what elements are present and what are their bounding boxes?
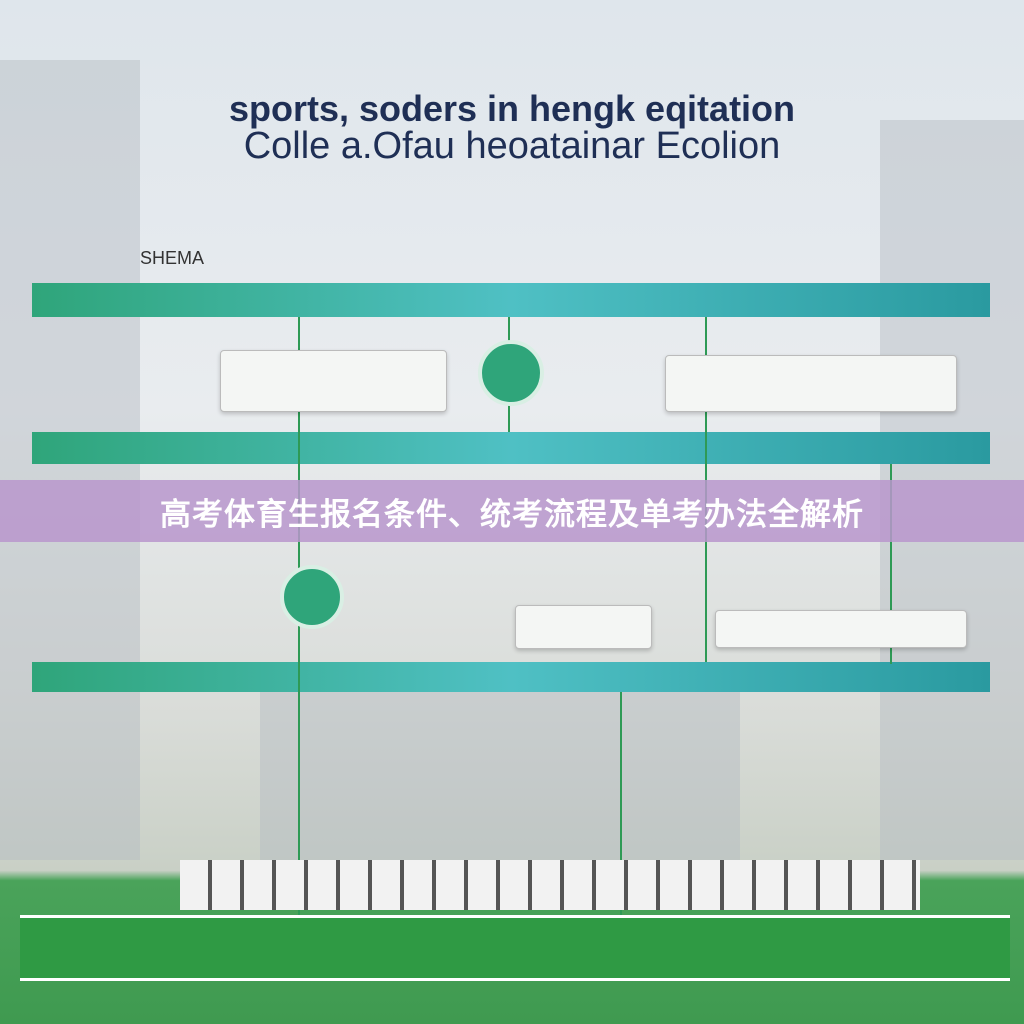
flow-bar-2 <box>32 432 990 464</box>
flow-bar-3 <box>32 662 990 692</box>
flow-bar-1 <box>32 283 990 317</box>
title-text: 高考体育生报名条件、统考流程及单考办法全解析 <box>160 496 864 533</box>
flow-box <box>220 350 447 412</box>
flow-box <box>665 355 957 412</box>
flow-node-icon <box>478 340 544 406</box>
flow-node-icon <box>280 565 344 629</box>
poster-label: SHEMA <box>140 248 205 268</box>
flow-box <box>515 605 652 649</box>
title-banner: 高考体育生报名条件、统考流程及单考办法全解析 <box>0 480 1024 542</box>
connector <box>890 464 892 664</box>
connector <box>620 692 622 942</box>
poster-heading-line1: sports, soders in hengk eqitation <box>228 88 796 129</box>
sports-field <box>20 915 1010 981</box>
poster-heading-line2: Colle a.Ofau heoatainar Ecolion <box>243 125 781 167</box>
flow-box <box>715 610 967 648</box>
fence <box>180 860 920 910</box>
